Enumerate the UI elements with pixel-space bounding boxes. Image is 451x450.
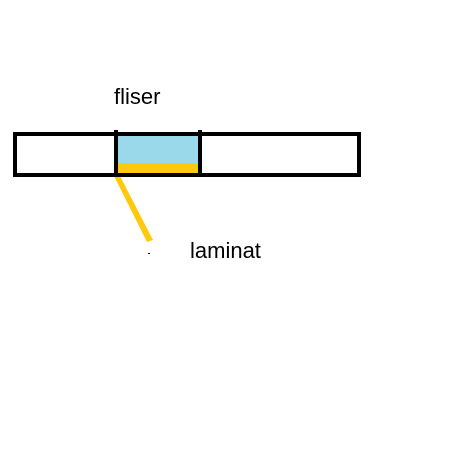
tiles-layer: [116, 133, 200, 163]
laminate-pointer-strip: [114, 176, 153, 242]
floor-outline: [13, 132, 361, 177]
stray-dot: [148, 253, 150, 254]
laminate-label: laminat: [190, 238, 261, 263]
tiles-label: fliser: [114, 84, 161, 109]
laminate-layer: [116, 163, 200, 175]
